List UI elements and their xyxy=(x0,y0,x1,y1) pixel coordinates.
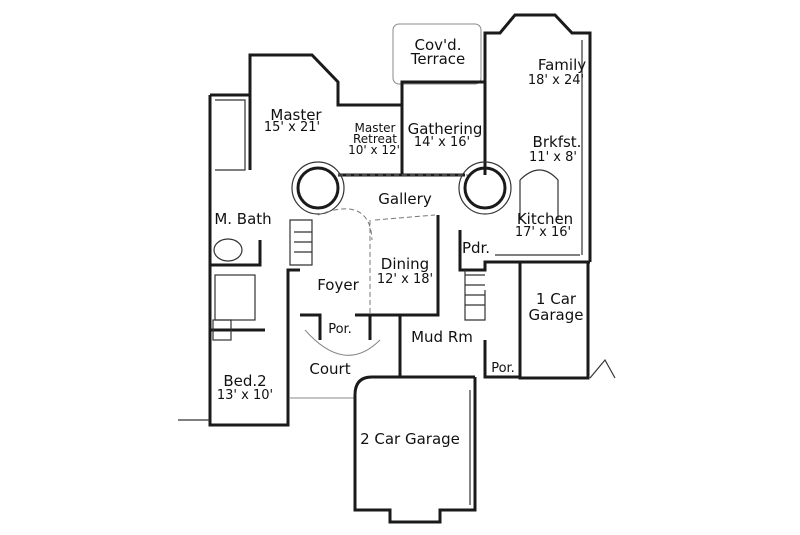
master-size: 15' x 21' xyxy=(264,120,320,135)
dining-size: 12' x 18' xyxy=(377,272,433,287)
foyer-label: Foyer xyxy=(317,276,359,294)
porch-side-label: Por. xyxy=(491,361,515,376)
porch-front-label: Por. xyxy=(328,322,352,337)
family-label: Family xyxy=(538,56,586,74)
mud-rm-label: Mud Rm xyxy=(411,328,473,346)
walls xyxy=(178,13,616,524)
master-label: Master xyxy=(270,106,322,124)
bed2-size: 13' x 10' xyxy=(217,388,273,403)
kitchen-label: Kitchen xyxy=(517,210,573,228)
brkfst-label: Brkfst. xyxy=(533,133,582,151)
dining-label: Dining xyxy=(381,255,429,273)
terrace-label: Cov'd. xyxy=(415,36,462,54)
court-label: Court xyxy=(309,360,350,378)
garage1-label: 1 Car xyxy=(536,290,577,308)
bed2-label: Bed.2 xyxy=(223,372,266,390)
master-retreat-size: 10' x 12' xyxy=(348,143,400,157)
gathering-size: 14' x 16' xyxy=(414,135,470,150)
terrace-label-2: Terrace xyxy=(410,50,466,68)
master-retreat-label: Master xyxy=(355,121,396,135)
family-size: 18' x 24' xyxy=(528,73,584,88)
garage1-label-2: Garage xyxy=(529,306,584,324)
pdr-label: Pdr. xyxy=(462,239,490,257)
master-retreat-label-2: Retreat xyxy=(353,132,397,146)
gallery-label: Gallery xyxy=(378,190,432,208)
kitchen-size: 17' x 16' xyxy=(515,225,571,240)
m-bath-label: M. Bath xyxy=(214,210,271,228)
brkfst-size: 11' x 8' xyxy=(529,150,577,165)
gathering-label: Gathering xyxy=(408,120,483,138)
garage2-label: 2 Car Garage xyxy=(360,430,460,448)
